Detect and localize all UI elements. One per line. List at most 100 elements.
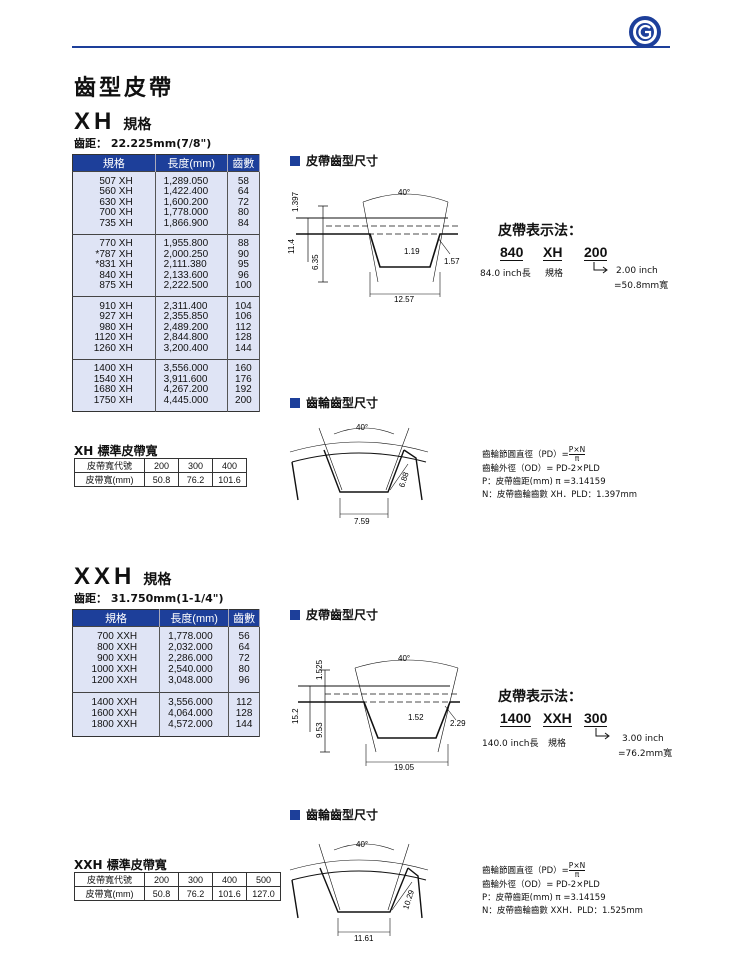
spec-length-cell: 2,000.250 [155,249,228,260]
spec-teeth-cell: 72 [227,197,261,208]
spacer-cell [228,687,260,693]
xxh-notation-a-sub: 140.0 inch長 [482,739,539,749]
spec-teeth-cell: 106 [227,311,261,323]
width-cell: 101.6 [212,472,247,487]
xxh-notation-b: XXH [543,710,572,727]
xh-notation-c-sub2: =50.8mm寬 [614,281,669,291]
width-cell: 皮帶寬(mm) [74,886,145,901]
xh-formula-p: P：皮帶齒距(mm) π =3.14159 [482,477,606,487]
xh-pulley-profile-diagram: 40° 6.88 7.59 [289,423,429,525]
xxh-pulley-d1: 10.29 [401,888,416,910]
spec-teeth-cell: 96 [227,270,261,281]
xxh-belt-d5: 2.29 [450,719,466,728]
spec-teeth-cell: 80 [227,207,261,219]
xh-belt-angle: 40° [398,188,410,197]
spec-code-cell: *787 XH [72,249,156,260]
xh-notation-b-sub: 規格 [545,269,564,279]
spacer-cell [227,359,261,364]
xxh-belt-d6: 19.05 [394,763,415,772]
xxh-notation-c: 300 [584,710,608,727]
width-cell: 50.8 [144,886,179,901]
spacer-cell [72,406,156,411]
spec-teeth-cell: 88 [227,238,261,250]
xh-pulley-head-label: 齒輪齒型尺寸 [306,396,379,410]
spec-code-cell: 1200 XXH [72,676,161,688]
spec-teeth-cell: 72 [228,653,260,666]
spec-code-cell: 507 XH [72,176,156,187]
spec-code-cell: *831 XH [72,259,156,271]
spec-length-cell: 2,355.850 [155,311,228,323]
spacer-cell [227,354,261,359]
spec-length-cell: 1,866.900 [155,218,228,229]
spec-teeth-cell: 84 [227,218,261,229]
spec-length-cell: 4,445.000 [155,395,228,406]
xxh-belt-head: 皮帶齒型尺寸 [290,606,378,623]
xh-notation-a-sub: 84.0 inch長 [480,269,531,279]
spec-length-cell: 4,572.000 [159,719,230,732]
xh-notation-b: XH [543,244,563,261]
xxh-belt-angle: 40° [398,654,410,663]
spec-header-cell: 長度(mm) [159,609,230,627]
spacer-cell [155,296,228,302]
xh-belt-profile-diagram: 40° 1.397 11.4 6.35 1.19 1.57 12.57 [287,188,460,304]
xh-notation-a: 840 [500,244,524,261]
spec-code-cell: 1400 XH [72,363,156,375]
spec-length-cell: 1,778.000 [155,207,228,219]
spec-code-cell: 900 XXH [72,653,161,666]
spec-length-cell: 2,489.200 [155,322,228,333]
spec-length-cell: 2,133.600 [155,270,228,281]
spec-code-cell: 1600 XXH [72,708,161,721]
spacer-cell [72,354,156,359]
xh-notation-c: 200 [584,244,608,261]
spec-length-cell: 1,289.050 [155,176,228,187]
spacer-cell [72,731,161,737]
xh-code: XH [74,108,116,135]
spacer-cell [72,626,161,632]
spec-header-cell: 規格 [72,609,161,627]
spec-code-cell: 1000 XXH [72,664,161,677]
xh-belt-d6: 12.57 [394,295,415,304]
xh-belt-d1: 1.397 [291,191,300,212]
spacer-cell [228,626,260,632]
square-bullet-icon [290,609,300,620]
spec-teeth-cell: 200 [227,395,261,406]
xxh-belt-d4: 1.52 [408,713,424,722]
spacer-cell [72,296,156,302]
xxh-pulley-angle: 40° [356,840,368,849]
xxh-notation-c-sub2: =76.2mm寬 [618,749,673,759]
xxh-pitch: 齒距： 31.750mm(1-1/4") [74,592,224,605]
spec-teeth-cell: 90 [227,249,261,260]
xh-notation-title: 皮帶表示法： [498,223,582,239]
xxh-notation-title: 皮帶表示法： [498,689,582,705]
spacer-cell [228,731,260,737]
xh-pitch: 齒距： 22.225mm(7/8") [74,137,212,150]
width-cell: 200 [144,458,179,473]
xh-pulley-d1: 6.88 [397,471,411,489]
spec-teeth-cell: 128 [228,708,260,721]
spacer-cell [227,171,261,177]
page-title: 齒型皮帶 [74,76,175,101]
spec-code-cell: 800 XXH [72,642,161,654]
spec-header-cell: 規格 [72,154,156,172]
xh-pulley-angle: 40° [356,423,368,432]
spec-teeth-cell: 96 [228,676,260,688]
xxh-width-title: XXH 標準皮帶寬 [74,858,167,872]
spec-code-cell: 735 XH [72,218,156,229]
spacer-cell [227,296,261,302]
width-cell: 皮帶寬(mm) [74,472,145,487]
spacer-cell [227,234,261,239]
